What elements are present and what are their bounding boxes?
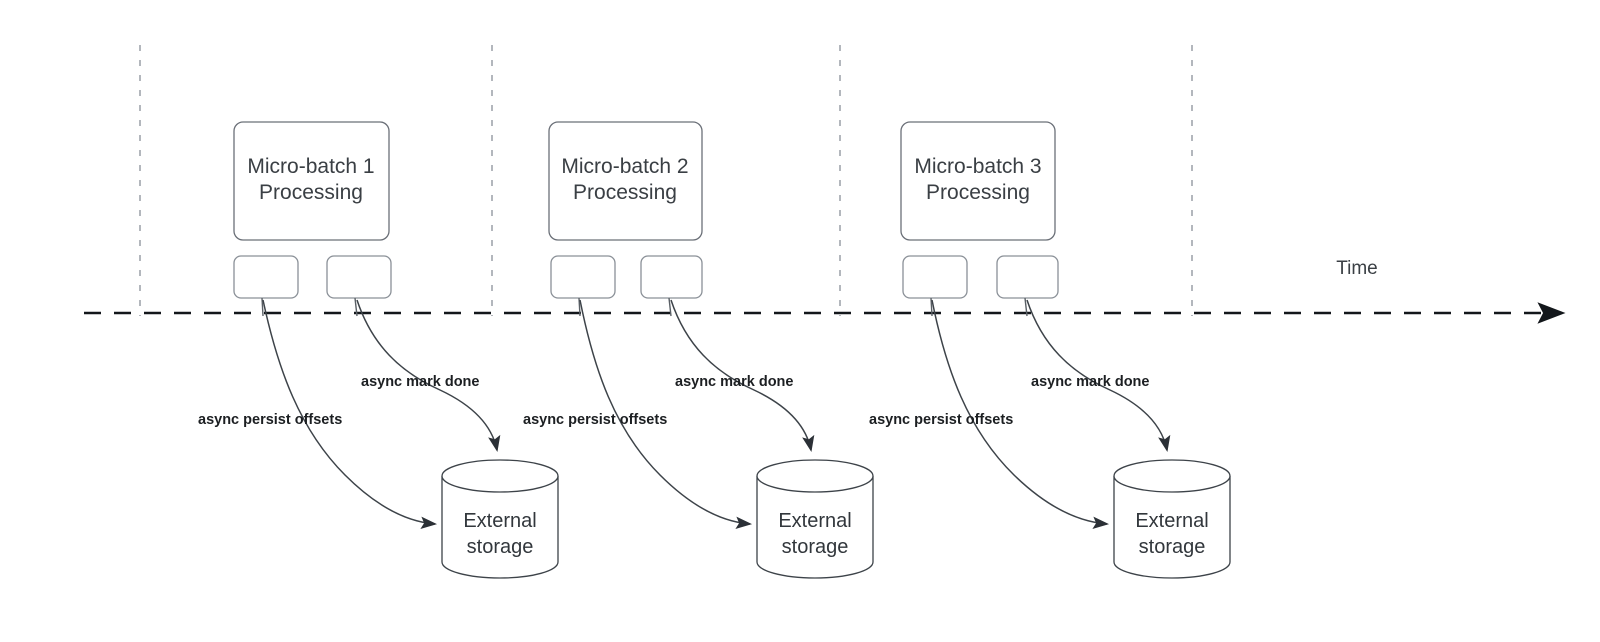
micro-batch-2-label-line1: Micro-batch 2 <box>561 155 688 178</box>
group-1-mark-done-arrow <box>356 299 501 452</box>
group-2-mark-done-arrow <box>670 299 815 452</box>
group-3-task-box-1[interactable] <box>902 255 968 299</box>
group-1-storage-label-line2: storage <box>467 536 534 558</box>
group-3-storage-label-line2: storage <box>1139 536 1206 558</box>
group-1-stub-2 <box>354 297 358 317</box>
group-3-stub-2 <box>1024 297 1028 317</box>
timeline-label: Time <box>1336 258 1378 279</box>
group-2-storage-label-line1: External <box>778 510 851 532</box>
group-1-external-storage-cylinder[interactable] <box>441 459 559 579</box>
group-2-stub-2 <box>668 297 672 317</box>
micro-batch-group-2: Micro-batch 2 Processing async persist o… <box>523 121 874 579</box>
micro-batch-group-3: Micro-batch 3 Processing async persist o… <box>869 121 1231 579</box>
group-2-task-box-2[interactable] <box>640 255 703 299</box>
group-1-task-box-2[interactable] <box>326 255 392 299</box>
group-2-persist-offsets-arrow <box>579 299 753 530</box>
micro-batch-3-label-line1: Micro-batch 3 <box>914 155 1041 178</box>
group-1-task-box-1[interactable] <box>233 255 299 299</box>
group-1-storage-label-line1: External <box>463 510 536 532</box>
group-2-storage-label-line2: storage <box>782 536 849 558</box>
group-2-external-storage-cylinder[interactable] <box>756 459 874 579</box>
group-3-stub-1 <box>930 297 933 317</box>
micro-batch-2-box[interactable] <box>548 121 703 241</box>
micro-batch-3-box[interactable] <box>900 121 1056 241</box>
group-3-mark-done-arrow <box>1026 299 1171 452</box>
group-1-persist-offsets-arrow <box>262 299 438 530</box>
micro-batch-group-1: Micro-batch 1 Processing async persist o… <box>198 121 559 579</box>
group-1-mark-done-label: async mark done <box>361 374 479 390</box>
group-2-task-box-1[interactable] <box>550 255 616 299</box>
group-2-mark-done-label: async mark done <box>675 374 793 390</box>
micro-batch-1-box[interactable] <box>233 121 390 241</box>
micro-batch-3-label-line2: Processing <box>926 181 1030 204</box>
micro-batch-1-label-line2: Processing <box>259 181 363 204</box>
group-3-task-box-2[interactable] <box>996 255 1059 299</box>
group-3-persist-offsets-arrow <box>931 299 1110 530</box>
group-3-storage-label-line1: External <box>1135 510 1208 532</box>
group-3-persist-offsets-label: async persist offsets <box>869 412 1013 428</box>
micro-batch-2-label-line2: Processing <box>573 181 677 204</box>
group-3-mark-done-label: async mark done <box>1031 374 1149 390</box>
group-3-external-storage-cylinder[interactable] <box>1113 459 1231 579</box>
group-1-stub-1 <box>261 297 264 317</box>
group-2-persist-offsets-label: async persist offsets <box>523 412 667 428</box>
group-1-persist-offsets-label: async persist offsets <box>198 412 342 428</box>
timeline-tick-group <box>139 45 1193 316</box>
group-2-stub-1 <box>578 297 581 317</box>
micro-batch-1-label-line1: Micro-batch 1 <box>247 155 374 178</box>
